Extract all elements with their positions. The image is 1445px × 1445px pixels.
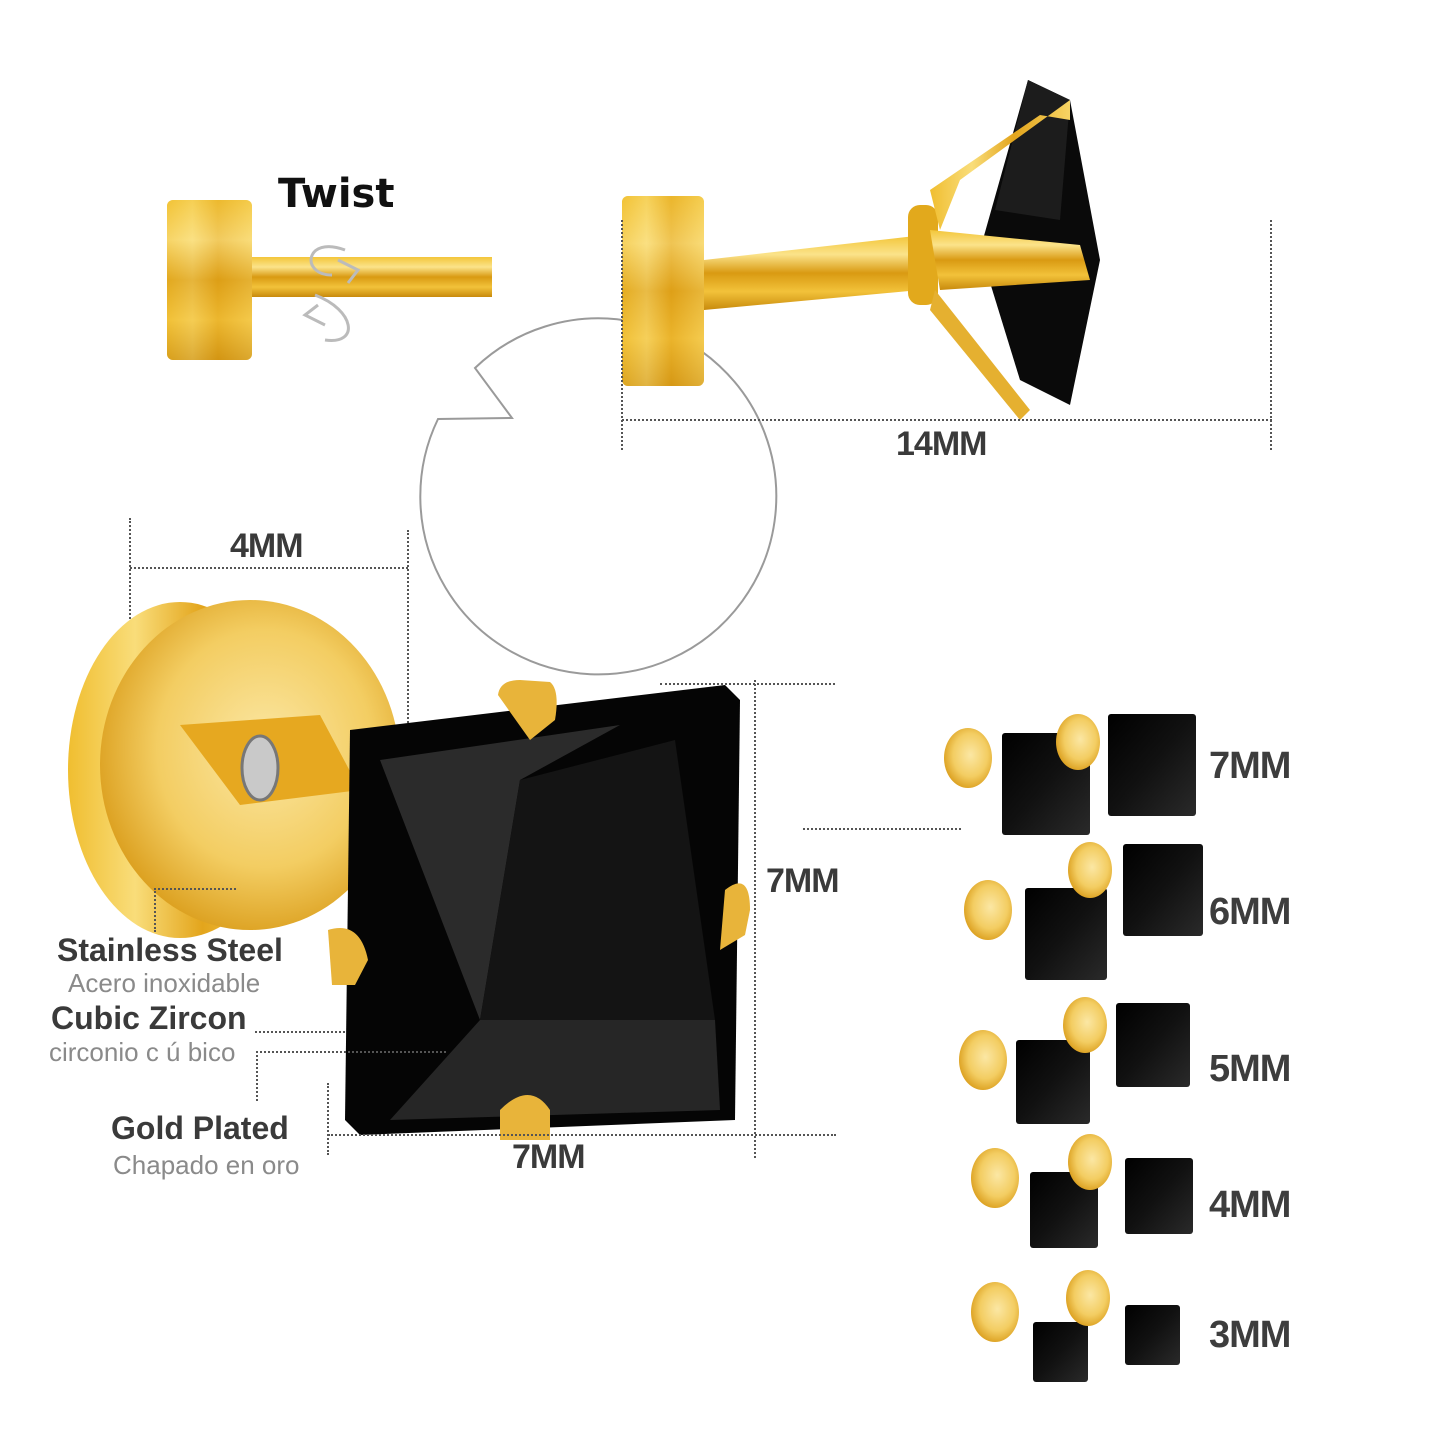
size-label-4mm: 4MM	[1209, 1184, 1291, 1226]
stone-height-top-line	[660, 683, 835, 685]
size-4mm-pair	[971, 1134, 1193, 1248]
size-label-6mm: 6MM	[1209, 891, 1291, 933]
rotate-arrows-icon	[302, 245, 361, 342]
material-zircon-en: Cubic Zircon	[51, 1000, 247, 1036]
earring-front-illustration	[68, 600, 750, 1140]
earring-side-view	[600, 60, 1300, 480]
back-diameter-right	[407, 530, 409, 730]
speech-bubble-icon	[167, 200, 778, 676]
stone-height-line	[754, 680, 756, 1158]
zircon-pointer	[255, 1031, 345, 1033]
plated-pointer-v	[256, 1051, 258, 1101]
size-6mm-pair	[964, 842, 1203, 980]
stone-height-label: 7MM	[766, 862, 840, 900]
size-label-7mm: 7MM	[1209, 745, 1291, 787]
stone-bottom-line	[328, 1134, 836, 1136]
steel-pointer-h	[154, 888, 236, 890]
material-plated-es: Chapado en oro	[113, 1150, 300, 1180]
back-diameter-line	[130, 567, 408, 569]
length-label: 14MM	[896, 425, 987, 463]
size-list	[940, 700, 1310, 1390]
back-diameter-label: 4MM	[230, 527, 304, 565]
steel-pointer-v	[154, 888, 156, 932]
stone-width-left	[327, 1083, 329, 1155]
size-earrings-illustration	[944, 714, 1203, 1382]
material-steel-es: Acero inoxidable	[68, 968, 261, 998]
twist-callout: Twist	[120, 85, 778, 676]
plated-pointer-h	[256, 1051, 446, 1053]
size-5mm-pair	[959, 997, 1190, 1124]
size-7mm-pair	[944, 714, 1196, 835]
size-3mm-pair	[971, 1270, 1180, 1382]
size-label-5mm: 5MM	[1209, 1048, 1291, 1090]
material-steel-en: Stainless Steel	[57, 932, 283, 968]
material-plated-en: Gold Plated	[111, 1110, 289, 1146]
earring-side-illustration	[622, 80, 1100, 420]
length-dimension-line	[622, 419, 1272, 421]
length-dimension-right	[1270, 220, 1272, 450]
stone-width-label: 7MM	[512, 1138, 586, 1176]
material-zircon-es: circonio c ú bico	[49, 1037, 236, 1067]
size-pointer-line	[803, 828, 961, 830]
size-label-3mm: 3MM	[1209, 1314, 1291, 1356]
length-dimension-left	[621, 220, 623, 450]
twist-label: Twist	[278, 171, 395, 217]
